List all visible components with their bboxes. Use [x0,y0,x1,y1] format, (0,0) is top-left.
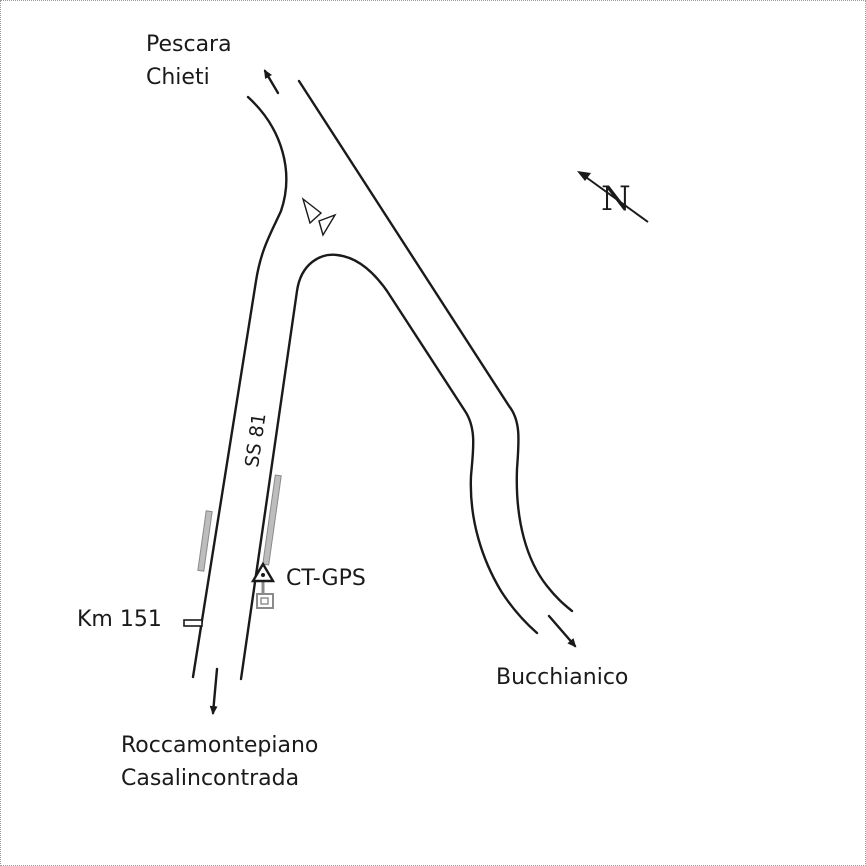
north-arrow-icon: N [577,171,649,223]
bucchianico-outer-edge [297,79,574,613]
destination-roccamontepiano: Roccamontepiano [121,733,318,758]
station-triangle-icon[interactable] [250,561,276,583]
destination-pescara: Pescara [146,32,232,57]
ss81-west-edge [191,95,288,679]
destination-casalincontrada: Casalincontrada [121,766,299,791]
station-building-icon [256,581,274,609]
traffic-island-right [318,213,337,237]
roadside-structure-east [262,474,282,566]
roccamontepiano-arrow [209,667,219,715]
ss81-east-edge [239,253,539,681]
roadside-structure-west [197,510,213,572]
pescara-arrow [263,69,280,95]
road-name-label: SS 81 [241,412,270,469]
destination-chieti: Chieti [146,65,210,90]
km-post-icon [183,619,203,627]
station-label: CT-GPS [286,566,366,591]
km-marker-label: Km 151 [77,607,162,632]
bucchianico-arrow [547,614,577,648]
north-letter: N [601,179,631,219]
traffic-island-left [301,197,323,225]
destination-bucchianico: Bucchianico [496,665,628,690]
